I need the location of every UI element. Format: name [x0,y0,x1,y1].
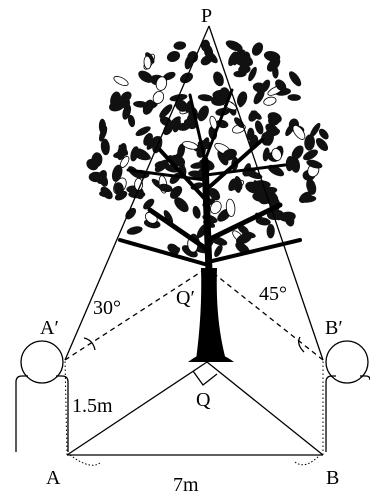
label-P: P [201,5,212,27]
dashed-A-prime-Q-prime [64,267,208,361]
tree-icon [86,39,329,362]
label-A: A [46,467,61,489]
label-Q-prime: Q′ [176,287,195,309]
label-B: B [326,467,339,489]
angle-label-A-prime: 30° [93,297,121,319]
angle-arc-B-prime [298,336,305,353]
dashed-B-prime-Q-prime [206,267,324,361]
label-A-prime: A′ [40,317,59,339]
angle-arc-A-prime [83,337,96,351]
label-Q: Q [196,389,211,411]
label-B-prime: B′ [325,317,343,339]
ground-arc-B [294,454,321,466]
line-B-Q [206,361,324,456]
line-A-prime-P [64,25,210,361]
observer-icon [325,340,370,452]
distance-label: 7m [173,474,199,496]
observer-icon [15,340,69,452]
line-A-Q [66,361,208,456]
diagram-labels: P A′ B′ Q′ Q A B 30° 45° 1.5m 7m [40,5,343,496]
ground-arc-A [69,454,101,466]
line-B-prime-P [208,25,324,361]
line-A-A-prime [64,359,68,456]
height-label: 1.5m [72,395,113,417]
geometry-lines [64,25,324,466]
angle-label-B-prime: 45° [259,283,287,305]
right-angle-marker [192,370,218,386]
